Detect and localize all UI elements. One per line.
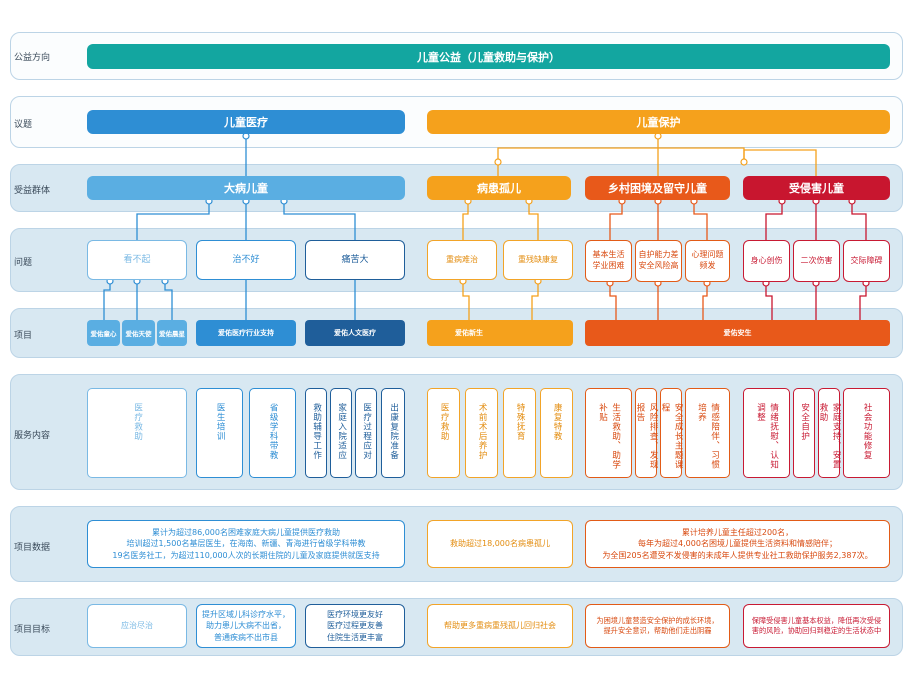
service-safety-course: 安全成长主题课程 (660, 388, 683, 478)
service-peri-op-care: 术前术后养护 (465, 388, 498, 478)
problem-second-harm: 二次伤害 (793, 240, 840, 282)
service-doctor-training: 医生培训 (196, 388, 243, 478)
service-living-aid: 生活救助、助学补贴 (585, 388, 632, 478)
service-orphan-medical: 医疗救助 (427, 388, 460, 478)
project-safe-life: 爱佑安生 (585, 320, 890, 346)
service-self-protection: 安全自护 (793, 388, 815, 478)
problem-cannot-cure: 治不好 (196, 240, 296, 280)
data-protection-line-3: 为全国205名遭受不发侵害的未成年人提供专业社工救助保护服务2,387次。 (602, 550, 873, 560)
service-special-nurture: 特殊抚育 (503, 388, 536, 478)
problem-mental: 心理问题 频发 (685, 240, 730, 282)
data-medical-line-2: 培训超过1,500名基层医生，在海南、新疆、青海进行省级学科带教 (126, 539, 366, 549)
data-medical: 累计为超过86,000名困难家庭大病儿童提供医疗救助 培训超过1,500名基层医… (87, 520, 405, 568)
row-label-direction: 公益方向 (14, 53, 51, 63)
row-label-beneficiary: 受益群体 (14, 186, 51, 196)
service-discharge-prep: 出康复院准备 (381, 388, 405, 478)
row-label-problem: 问题 (14, 258, 33, 268)
problem-social: 交际障碍 (843, 240, 890, 282)
project-star: 爱佑晨星 (157, 320, 187, 346)
goal-friendly-care: 医疗环境更友好 医疗过程更友善 住院生活更丰富 (305, 604, 405, 648)
row-label-topic: 议题 (14, 120, 33, 130)
row-label-service: 服务内容 (14, 431, 51, 441)
project-angel: 爱佑天使 (122, 320, 155, 346)
service-social-repair: 社会功能修复 (843, 388, 890, 478)
goal-rights-protection: 保障受侵害儿童基本权益，降低再次受侵 害的风险，协助回归到稳定的生活状态中 (743, 604, 890, 648)
goal-orphans-return: 帮助更多重病重残孤儿回归社会 (427, 604, 573, 648)
group-left-behind: 乡村困境及留守儿童 (585, 176, 730, 200)
project-new-life: 爱佑新生 (427, 320, 573, 346)
project-humanistic-care: 爱佑人文医疗 (305, 320, 405, 346)
service-provincial-teaching: 省级学科带教 (249, 388, 296, 478)
goal-pediatric-level: 提升区域儿科诊疗水平， 助力患儿大病不出省， 普通疾病不出市县 (196, 604, 296, 648)
data-medical-line-3: 19名医务社工，为超过110,000人次的长期住院的儿童及家庭提供就医支持 (112, 550, 380, 560)
service-rehab-education: 康复特教 (540, 388, 573, 478)
group-orphans: 病患孤儿 (427, 176, 571, 200)
problem-disability: 重残缺康复 (503, 240, 573, 280)
project-industry-support: 爱佑医疗行业支持 (196, 320, 296, 346)
goal-safe-environment: 为困境儿童营造安全保护的成长环境， 提升安全意识，帮助他们走出阴霾 (585, 604, 730, 648)
problem-hard-treat: 重病难治 (427, 240, 497, 280)
data-orphans: 救助超过18,000名病患孤儿 (427, 520, 573, 568)
service-admission-adapt: 家庭入院适应 (330, 388, 352, 478)
service-medical-aid: 医疗救助 (87, 388, 187, 478)
service-process-cope: 医疗过程应对 (355, 388, 377, 478)
data-medical-line-1: 累计为超过86,000名困难家庭大病儿童提供医疗救助 (152, 528, 340, 538)
problem-basic-life: 基本生活 学业困难 (585, 240, 632, 282)
problem-cannot-afford: 看不起 (87, 240, 187, 280)
data-protection: 累计培养儿童主任超过200名， 每年为超过4,000名困境儿童提供生活资料和情感… (585, 520, 890, 568)
problem-suffering: 痛苦大 (305, 240, 405, 280)
service-companionship: 情感陪伴、习惯培养 (685, 388, 730, 478)
data-protection-line-2: 每年为超过4,000名困境儿童提供生活资料和情感陪伴； (638, 539, 837, 549)
group-abused: 受侵害儿童 (743, 176, 890, 200)
direction-bar: 儿童公益（儿童救助与保护） (87, 44, 890, 69)
service-risk-screening: 风险排查、发现报告 (635, 388, 658, 478)
goal-treat-all: 应治尽治 (87, 604, 187, 648)
row-label-goal: 项目目标 (14, 625, 51, 635)
row-label-data: 项目数据 (14, 543, 51, 553)
row-label-project: 项目 (14, 331, 33, 341)
topic-protection: 儿童保护 (427, 110, 890, 134)
service-family-support: 家庭支持、安置救助 (818, 388, 841, 478)
topic-medical: 儿童医疗 (87, 110, 405, 134)
data-protection-line-1: 累计培养儿童主任超过200名， (681, 528, 794, 538)
group-serious-ill: 大病儿童 (87, 176, 405, 200)
problem-self-protect: 自护能力差 安全风险高 (635, 240, 682, 282)
project-heart: 爱佑童心 (87, 320, 120, 346)
service-counseling: 救助辅导工作 (305, 388, 327, 478)
service-emotional-comfort: 情绪抚慰、认知调整 (743, 388, 790, 478)
problem-trauma: 身心创伤 (743, 240, 790, 282)
